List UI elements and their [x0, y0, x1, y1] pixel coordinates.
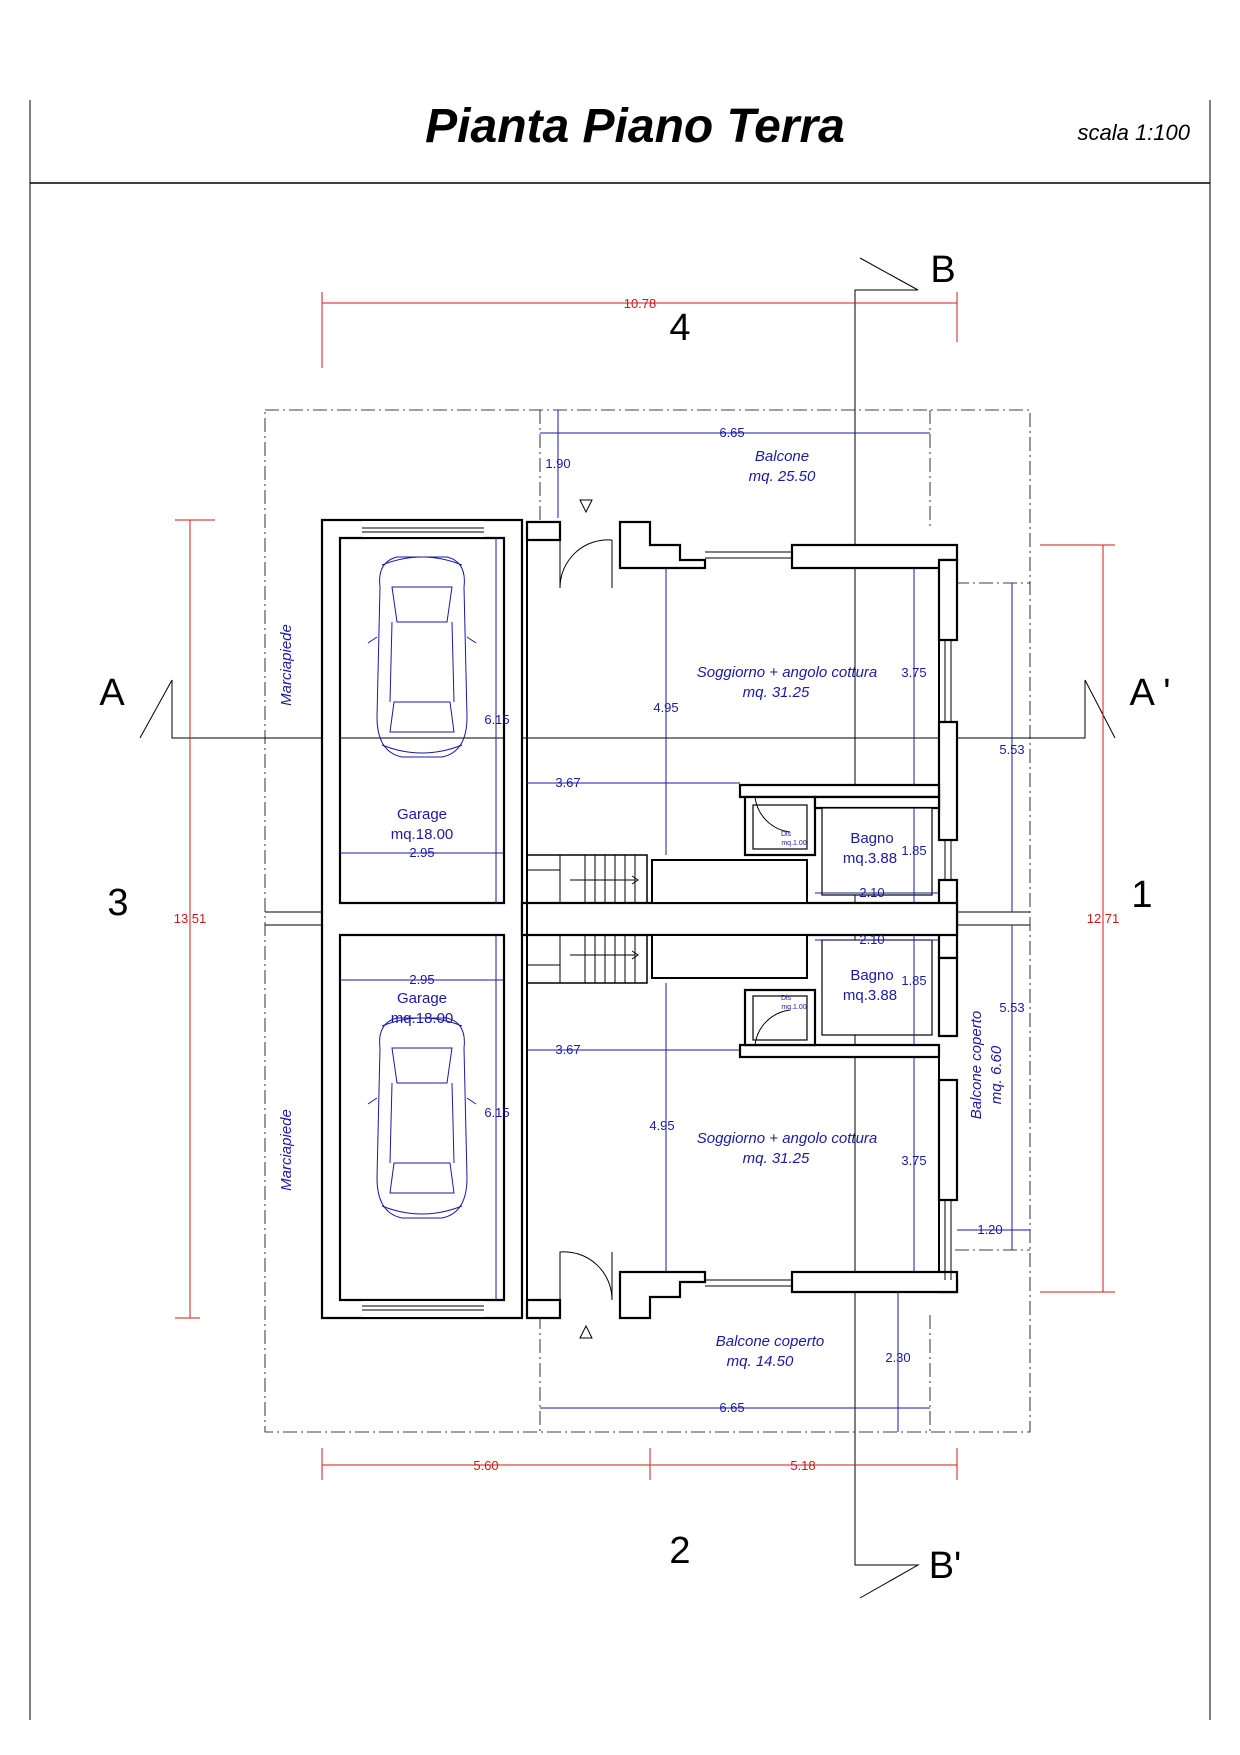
- dis-area-top: mq.1.00: [781, 840, 806, 847]
- dim-garage-depth-bottom: 6.15: [484, 1105, 509, 1120]
- dim-half-height-bottom: 5.53: [999, 1000, 1024, 1015]
- car-icon: [367, 1017, 477, 1219]
- side-label-bottom: 2: [669, 1530, 690, 1572]
- bagno-area-top: mq.3.88: [843, 850, 897, 867]
- dim-overall-height: 13.51: [174, 911, 207, 926]
- dim-garage-depth-top: 6.15: [484, 712, 509, 727]
- dim-liv-depth-bottom: 4.95: [649, 1118, 674, 1133]
- page-title: Pianta Piano Terra: [425, 100, 845, 153]
- room-dimension-lines: [340, 410, 1030, 1432]
- section-label-b-prime: B': [929, 1545, 962, 1587]
- garage-label-top: Garage: [397, 806, 447, 823]
- doors: [559, 499, 791, 1339]
- side-label-right: 1: [1131, 874, 1152, 916]
- section-line-a: [139, 679, 1116, 739]
- balcone-label: Balcone: [755, 448, 809, 465]
- dim-garage-width-top: 2.95: [409, 845, 434, 860]
- balcone-coperto-side-area: mq. 6.60: [988, 1045, 1005, 1104]
- dim-balcone-width-bottom: 6.65: [719, 1400, 744, 1415]
- dim-balcone-depth-bottom: 2.30: [885, 1350, 910, 1365]
- balcone-coperto-bottom-area: mq. 14.50: [727, 1353, 794, 1370]
- bagno-area-bottom: mq.3.88: [843, 987, 897, 1004]
- dim-bath-width-bottom: 2.10: [859, 932, 884, 947]
- dim-liv-width-bottom: 3.67: [555, 1042, 580, 1057]
- bagno-label-bottom: Bagno: [850, 967, 893, 984]
- marciapiede-bottom: Marciapiede: [278, 1109, 295, 1191]
- section-label-a-prime: A ': [1129, 672, 1170, 714]
- side-label-left: 3: [107, 882, 128, 924]
- section-label-b: B: [930, 249, 955, 291]
- dim-balcone-width-top: 6.65: [719, 425, 744, 440]
- overall-dimensions: [175, 292, 1115, 1480]
- section-label-a: A: [99, 672, 125, 714]
- dim-right-height: 12.71: [1087, 911, 1120, 926]
- marciapiede-top: Marciapiede: [278, 624, 295, 706]
- dim-side-balcony: 1.20: [977, 1222, 1002, 1237]
- dim-liv-width-top: 3.67: [555, 775, 580, 790]
- dim-bath-width-top: 2.10: [859, 885, 884, 900]
- soggiorno-area-top: mq. 31.25: [743, 684, 810, 701]
- dim-liv-depth-top: 4.95: [653, 700, 678, 715]
- garage-area-top: mq.18.00: [391, 826, 454, 843]
- site-boundary: [264, 409, 1031, 1433]
- balcone-coperto-bottom-label: Balcone coperto: [716, 1333, 824, 1350]
- scale-label: scala 1:100: [1077, 120, 1190, 145]
- dis-area-bottom: mq.1.00: [781, 1004, 806, 1011]
- balcone-coperto-side-label: Balcone coperto: [968, 1011, 985, 1119]
- soggiorno-label-bottom: Soggiorno + angolo cottura: [697, 1130, 878, 1147]
- dim-overall-width: 10.78: [624, 296, 657, 311]
- dim-half-height-top: 5.53: [999, 742, 1024, 757]
- dim-liv-inner-top: 3.75: [901, 665, 926, 680]
- staircase: [526, 854, 648, 984]
- soggiorno-area-bottom: mq. 31.25: [743, 1150, 810, 1167]
- dis-label-bottom: Dis: [781, 995, 792, 1002]
- dis-label-top: Dis: [781, 831, 792, 838]
- dim-garage-width-bottom: 2.95: [409, 972, 434, 987]
- garage-label-bottom: Garage: [397, 990, 447, 1007]
- side-label-top: 4: [669, 307, 690, 349]
- soggiorno-label-top: Soggiorno + angolo cottura: [697, 664, 878, 681]
- dim-liv-inner-bottom: 3.75: [901, 1153, 926, 1168]
- car-icon: [367, 556, 477, 758]
- dim-bath-depth-top: 1.85: [901, 843, 926, 858]
- dim-balcone-depth-top: 1.90: [545, 456, 570, 471]
- garage-area-bottom: mq.18.00: [391, 1010, 454, 1027]
- dim-bottom-right: 5.18: [790, 1458, 815, 1473]
- dim-bottom-left: 5.60: [473, 1458, 498, 1473]
- bagno-label-top: Bagno: [850, 830, 893, 847]
- sheet-frame: [29, 100, 1211, 1720]
- balcone-area: mq. 25.50: [749, 468, 816, 485]
- dim-bath-depth-bottom: 1.85: [901, 973, 926, 988]
